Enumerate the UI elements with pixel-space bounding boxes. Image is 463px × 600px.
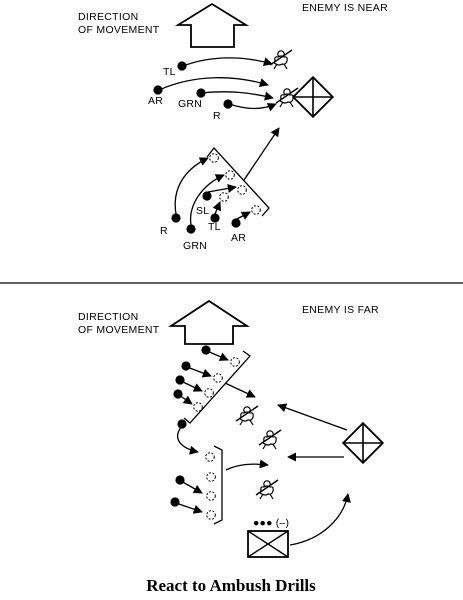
- new-position-marker: [204, 388, 214, 398]
- friendly-soldier-dot: [223, 99, 233, 109]
- up-arrow-icon: [167, 299, 251, 345]
- maneuver-arrow: [206, 350, 229, 361]
- maneuver-arrow: [180, 480, 203, 494]
- top-condition-label: ENEMY IS NEAR: [302, 2, 388, 14]
- new-position-marker: [237, 185, 247, 195]
- friendly-soldier-dot: [181, 361, 191, 371]
- unit-size-indicator: ●●● (–): [253, 517, 289, 529]
- assault-arrow: [228, 103, 277, 112]
- assault-arrow: [182, 57, 273, 67]
- new-position-marker: [206, 510, 216, 520]
- fire-line-bracket: [206, 146, 270, 217]
- counterattack-arrow: [289, 493, 351, 546]
- new-position-marker: [213, 373, 223, 383]
- fire-line-bracket: [183, 350, 251, 424]
- maneuver-arrow: [236, 211, 251, 220]
- label-tl: TL: [208, 221, 221, 233]
- fire-line-bracket: [213, 445, 223, 525]
- new-position-marker: [193, 402, 203, 412]
- assault-arrow: [200, 91, 274, 101]
- new-position-marker: [206, 472, 216, 482]
- maneuver-arrow: [177, 425, 199, 455]
- label-ar: AR: [231, 232, 246, 244]
- new-position-marker: [225, 170, 235, 180]
- enemy-soldier-icon: [255, 479, 279, 500]
- maneuver-arrow: [174, 157, 209, 215]
- friendly-soldier-dot: [202, 191, 212, 201]
- label-r: R: [160, 225, 168, 237]
- maneuver-arrow: [180, 380, 203, 392]
- fire-direction-arrow: [224, 382, 256, 398]
- label-ar: AR: [148, 95, 163, 107]
- bottom-panel: DIRECTION OF MOVEMENT ENEMY IS FAR: [78, 299, 384, 558]
- friendly-soldier-dot: [186, 224, 196, 234]
- friendly-soldier-dot: [171, 213, 181, 223]
- new-position-marker: [206, 491, 216, 501]
- enemy-fire-arrow: [277, 403, 348, 431]
- friendly-soldier-dot: [177, 61, 187, 71]
- enemy-soldier-icon: [269, 49, 293, 70]
- friendly-soldier-dot: [170, 497, 180, 507]
- maneuver-arrow: [207, 183, 237, 193]
- enemy-position-icon: [342, 422, 384, 464]
- bottom-direction-line1: DIRECTION: [78, 311, 138, 323]
- friendly-soldier-dot: [231, 218, 241, 228]
- top-panel: DIRECTION OF MOVEMENT ENEMY IS NEAR TL A…: [78, 2, 388, 252]
- new-position-marker: [219, 192, 229, 202]
- figure-caption: React to Ambush Drills: [146, 576, 316, 595]
- new-position-marker: [251, 205, 261, 215]
- friendly-soldier-dot: [177, 419, 187, 429]
- fire-direction-arrow: [225, 459, 269, 471]
- new-position-marker: [209, 153, 219, 163]
- friendly-soldier-dot: [175, 475, 185, 485]
- new-position-marker: [205, 452, 215, 462]
- friendly-soldier-dot: [201, 345, 211, 355]
- maneuver-arrow: [212, 201, 222, 215]
- enemy-position-icon: [292, 76, 334, 118]
- label-sl: SL: [196, 205, 209, 217]
- label-r: R: [213, 110, 221, 122]
- friendly-unit-icon: [247, 530, 289, 558]
- maneuver-arrow: [189, 174, 225, 226]
- top-direction-line1: DIRECTION: [78, 11, 138, 23]
- bottom-condition-label: ENEMY IS FAR: [302, 304, 379, 316]
- friendly-soldier-dot: [175, 375, 185, 385]
- friendly-soldier-dot: [210, 213, 220, 223]
- new-position-marker: [230, 357, 240, 367]
- label-tl: TL: [163, 66, 176, 78]
- assault-arrow: [158, 77, 269, 91]
- up-arrow-icon: [174, 2, 250, 48]
- maneuver-arrow: [186, 366, 212, 378]
- maneuver-arrow: [175, 502, 203, 514]
- top-direction-line2: OF MOVEMENT: [78, 24, 160, 36]
- enemy-soldier-icon: [235, 405, 259, 426]
- label-grn: GRN: [178, 98, 202, 110]
- label-grn: GRN: [183, 240, 207, 252]
- maneuver-arrow: [178, 394, 193, 405]
- bottom-direction-line2: OF MOVEMENT: [78, 324, 160, 336]
- friendly-soldier-dot: [153, 85, 163, 95]
- fire-direction-arrow: [243, 127, 280, 181]
- enemy-soldier-icon: [258, 429, 282, 450]
